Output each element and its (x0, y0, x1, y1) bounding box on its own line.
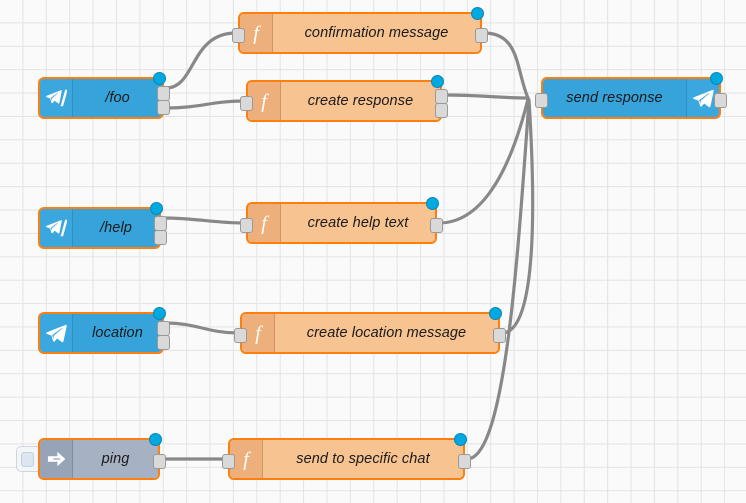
node-output-port[interactable] (435, 88, 448, 104)
node-body: f create response (248, 82, 440, 120)
inject-arrow-icon (40, 440, 73, 478)
node-create-location-message[interactable]: f create location message (234, 307, 506, 354)
node-status-dot (153, 72, 166, 85)
node-status-dot (426, 197, 439, 210)
telegram-icon (686, 79, 719, 117)
node-label: location (92, 325, 143, 341)
node-confirmation-message[interactable]: f confirmation message (232, 7, 488, 54)
inject-trigger-button[interactable] (16, 446, 38, 472)
node-status-dot (153, 307, 166, 320)
node-output-port[interactable] (157, 320, 170, 336)
node-status-dot (431, 75, 444, 88)
node-output-port[interactable] (153, 453, 166, 469)
node-status-dot (710, 72, 723, 85)
node-body: f send to specific chat (230, 440, 463, 478)
node-label: confirmation message (304, 25, 449, 41)
node-input-port[interactable] (240, 217, 253, 233)
node-output-port[interactable] (430, 217, 443, 233)
wire-create-location-to-send-response[interactable] (500, 98, 535, 335)
node-label: /foo (105, 90, 130, 106)
wire-send-to-specific-chat-to-send-response[interactable] (465, 99, 531, 461)
node-input-port[interactable] (232, 27, 245, 43)
node-body: send response (543, 79, 719, 117)
node-status-dot (454, 433, 467, 446)
node-send-to-specific-chat[interactable]: f send to specific chat (222, 433, 471, 480)
node-input-port[interactable] (234, 327, 247, 343)
wire-help-to-create-help-text[interactable] (161, 216, 246, 225)
node-output-port[interactable] (157, 334, 170, 350)
node-output-port[interactable] (493, 327, 506, 343)
node-input-port[interactable] (240, 95, 253, 111)
telegram-command-icon (40, 209, 73, 247)
node-label: ping (101, 451, 130, 467)
node-location-trigger[interactable]: location (38, 307, 170, 354)
node-create-help-text[interactable]: f create help text (240, 197, 443, 244)
node-output-port[interactable] (157, 99, 170, 115)
node-output-port[interactable] (154, 215, 167, 231)
function-f-icon: f (240, 14, 273, 52)
svg-text:f: f (261, 212, 269, 234)
node-output-port[interactable] (475, 27, 488, 43)
wire-create-help-text-to-send-response[interactable] (437, 97, 530, 225)
node-label: send response (566, 90, 663, 106)
node-output-port[interactable] (714, 92, 727, 108)
node-send-response[interactable]: send response (535, 72, 727, 119)
node-input-port[interactable] (535, 92, 548, 108)
node-output-port[interactable] (154, 229, 167, 245)
node-body: f create help text (248, 204, 435, 242)
telegram-command-icon (40, 79, 73, 117)
wire-confirmation-to-send-response[interactable] (482, 31, 530, 100)
svg-text:f: f (243, 448, 251, 470)
node-body: f confirmation message (240, 14, 480, 52)
wire-create-response-to-send-response[interactable] (442, 93, 530, 100)
node-status-dot (149, 433, 162, 446)
node-foo-command[interactable]: /foo (38, 72, 170, 119)
node-output-port[interactable] (458, 453, 471, 469)
node-status-dot (489, 307, 502, 320)
wire-location-to-create-location[interactable] (164, 321, 240, 335)
node-label: /help (100, 220, 132, 236)
function-f-icon: f (248, 204, 281, 242)
node-label: create response (307, 93, 414, 109)
wire-foo-out2-to-create-response[interactable] (164, 99, 246, 110)
function-f-icon: f (248, 82, 281, 120)
node-status-dot (471, 7, 484, 20)
node-input-port[interactable] (222, 453, 235, 469)
node-body: ping (40, 440, 158, 478)
node-output-port[interactable] (435, 102, 448, 118)
node-status-dot (150, 202, 163, 215)
node-label: create location message (306, 325, 467, 341)
svg-text:f: f (255, 322, 263, 344)
svg-text:f: f (253, 22, 261, 44)
node-label: send to specific chat (296, 451, 430, 467)
node-body: f create location message (242, 314, 498, 352)
node-output-port[interactable] (157, 85, 170, 101)
node-body: /foo (40, 79, 162, 117)
telegram-icon (40, 314, 73, 352)
node-create-response[interactable]: f create response (240, 75, 448, 122)
wire-foo-out1-to-confirmation[interactable] (164, 31, 238, 90)
inject-trigger-icon (21, 452, 34, 467)
function-f-icon: f (230, 440, 263, 478)
node-help-command[interactable]: /help (38, 202, 167, 249)
node-body: location (40, 314, 162, 352)
node-ping-inject[interactable]: ping (16, 433, 166, 480)
svg-text:f: f (261, 90, 269, 112)
function-f-icon: f (242, 314, 275, 352)
node-body: /help (40, 209, 159, 247)
node-label: create help text (307, 215, 409, 231)
